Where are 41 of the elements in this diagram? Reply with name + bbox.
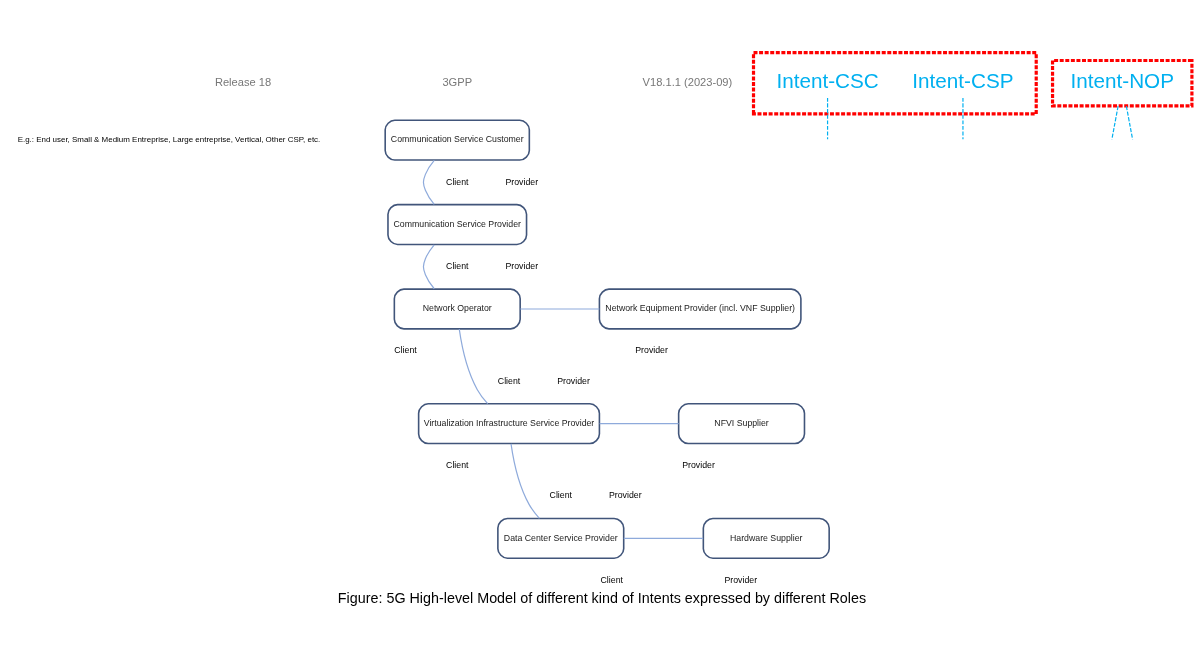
connector <box>422 244 435 290</box>
label: Provider <box>635 345 668 356</box>
connector <box>1111 105 1119 140</box>
label: Provider <box>557 375 590 386</box>
label: Provider <box>609 490 642 501</box>
label: Provider <box>682 460 715 471</box>
caption: Figure: 5G High-level Model of different kind of Intents expressed by different Roles <box>337 590 867 607</box>
label: Provider <box>724 574 758 585</box>
node-box: NFVI Supplier <box>677 402 806 445</box>
label: V18.1.1 (2023-09) <box>642 76 733 89</box>
label: Client <box>394 345 417 356</box>
label: Client <box>446 176 469 187</box>
node-box: Network Equipment Provider (incl. VNF Supplier) <box>598 288 802 330</box>
label: Provider <box>505 261 539 272</box>
connector <box>1125 105 1134 140</box>
connector <box>599 423 680 425</box>
node-box: Communication Service Provider <box>387 203 528 246</box>
label: Client <box>600 574 623 585</box>
label: 3GPP <box>442 76 473 89</box>
connector <box>458 328 489 405</box>
node-box: Network Operator <box>393 288 521 330</box>
label: Client <box>446 261 469 272</box>
node-box: Intent-NOP <box>1050 58 1194 108</box>
node-box: Data Center Service Provider <box>497 517 625 560</box>
label: Client <box>446 460 469 471</box>
connector <box>422 159 435 205</box>
label: Client <box>497 375 521 386</box>
node-text: Intent-CSC <box>776 69 879 93</box>
node-box: Hardware Supplier <box>702 517 830 560</box>
node-text: Intent-CSP <box>912 69 1014 93</box>
label: Release 18 <box>214 76 272 89</box>
cluster <box>751 50 1038 116</box>
label: Provider <box>505 176 539 187</box>
connector <box>826 97 829 140</box>
node-box: Communication Service Customer <box>384 119 531 161</box>
connector <box>519 308 600 310</box>
node-box: Virtualization Infrastructure Service Provider <box>417 402 601 445</box>
label: Client <box>549 490 572 501</box>
connector <box>623 537 704 539</box>
label: E.g.: End user, Small & Medium Entreprise, Large entreprise, Vertical, Other CSP, etc. <box>17 135 321 145</box>
connector <box>510 443 540 519</box>
